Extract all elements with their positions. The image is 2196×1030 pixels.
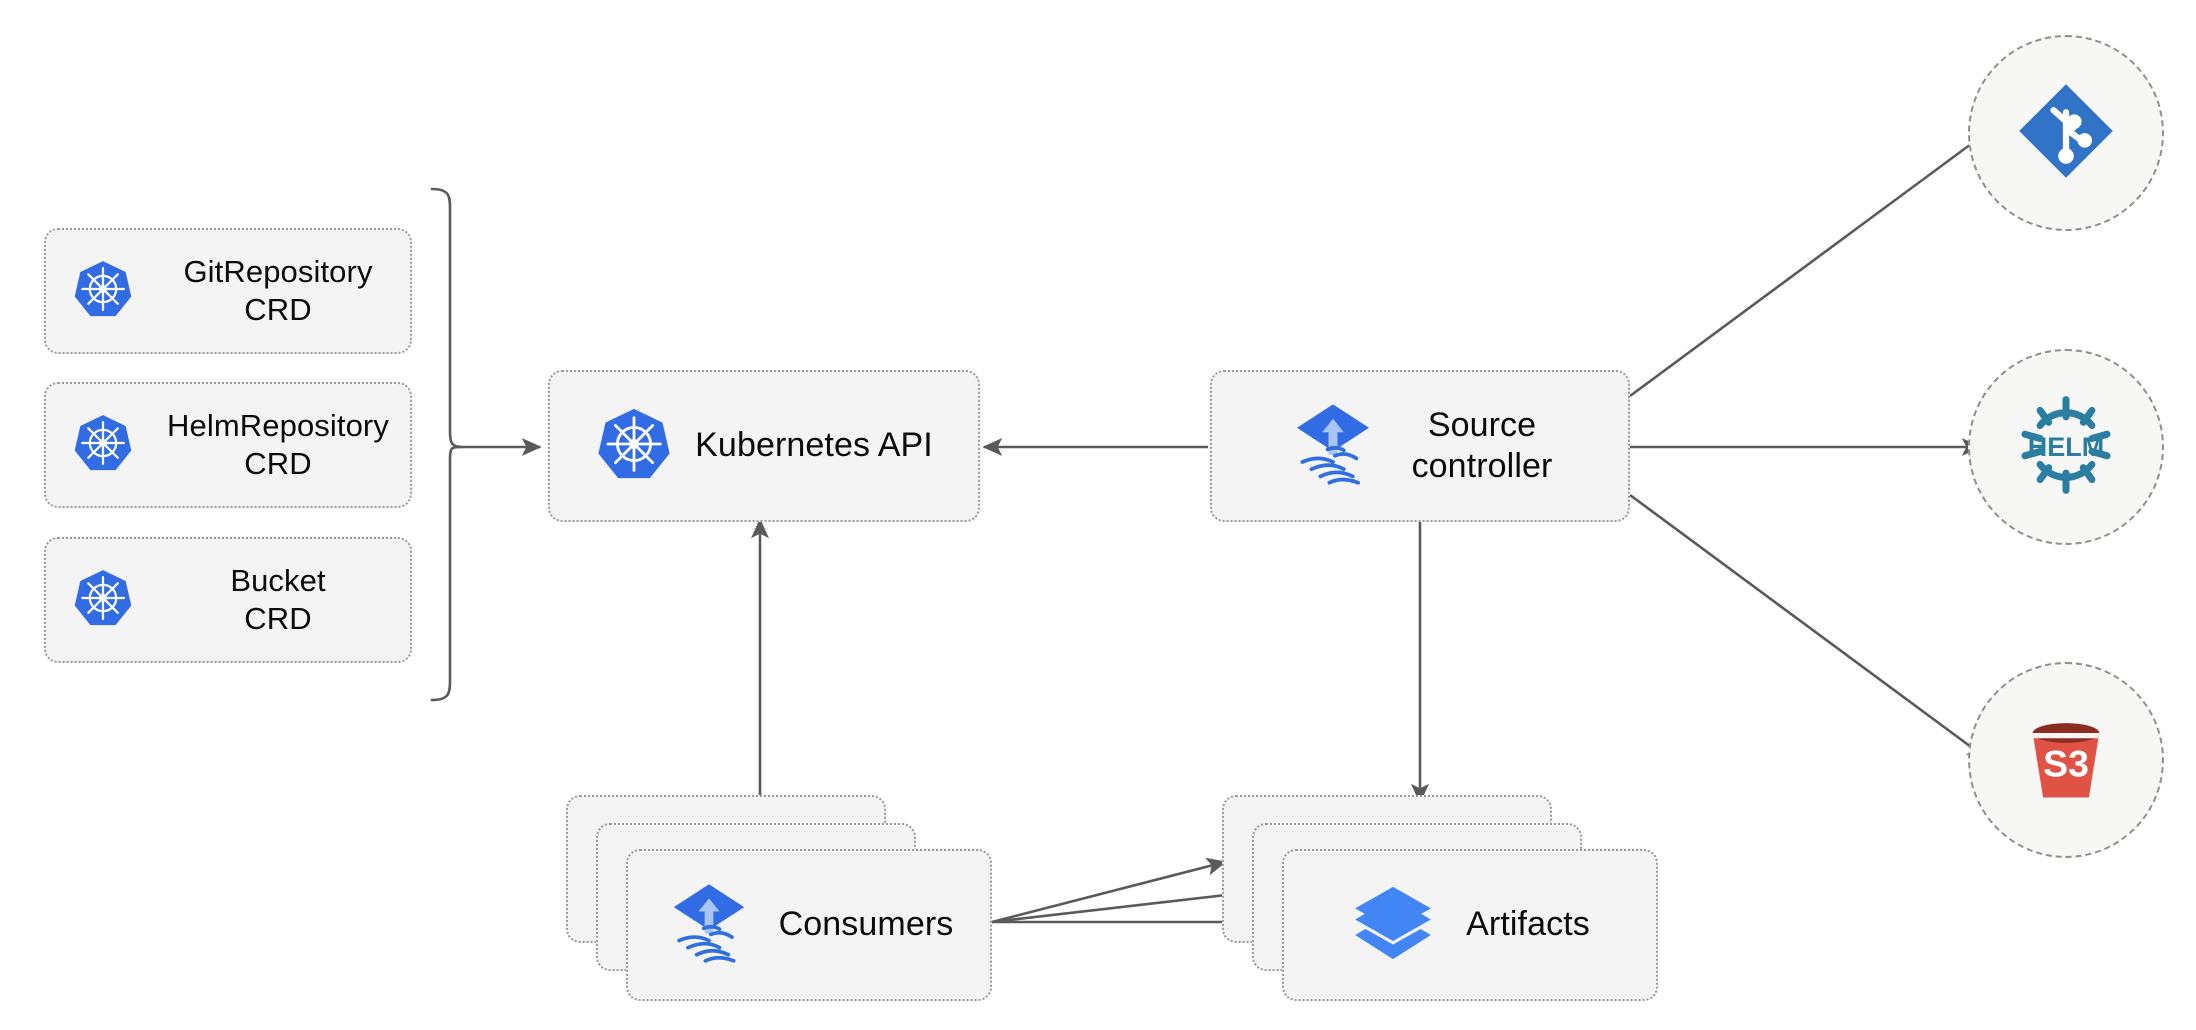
- endpoint-helm[interactable]: HELM: [1968, 349, 2164, 545]
- node-label: HelmRepository CRD: [167, 408, 389, 481]
- flux-icon: [1288, 399, 1378, 494]
- node-kubernetes-api[interactable]: Kubernetes API: [548, 370, 980, 522]
- layers-icon: [1350, 880, 1436, 971]
- node-label: Kubernetes API: [695, 426, 933, 465]
- kubernetes-icon: [72, 258, 134, 325]
- helm-label: HELM: [2028, 431, 2105, 461]
- flux-icon: [665, 879, 753, 972]
- edge-source-to-git: [1629, 128, 1992, 398]
- node-consumers-stack: Consumers: [566, 795, 992, 1001]
- edge-consumers-to-artifacts-2: [991, 885, 1254, 924]
- node-label: Source controller: [1411, 405, 1553, 485]
- endpoint-git[interactable]: [1968, 35, 2164, 231]
- kubernetes-icon: [595, 405, 673, 488]
- node-gitrepository-crd[interactable]: GitRepository CRD: [44, 228, 412, 354]
- node-label: Consumers: [778, 905, 954, 944]
- helm-icon: HELM: [2012, 391, 2120, 504]
- node-label: GitRepository CRD: [183, 254, 373, 327]
- s3-icon: S3: [2014, 706, 2118, 815]
- node-helmrepository-crd[interactable]: HelmRepository CRD: [44, 382, 412, 508]
- node-bucket-crd[interactable]: Bucket CRD: [44, 537, 412, 663]
- node-label: Artifacts: [1466, 905, 1590, 944]
- endpoint-s3[interactable]: S3: [1968, 662, 2164, 858]
- node-source-controller[interactable]: Source controller: [1210, 370, 1630, 522]
- node-artifacts[interactable]: Artifacts: [1282, 849, 1658, 1001]
- crd-group-bracket: [430, 187, 542, 702]
- node-artifacts-stack: Artifacts: [1222, 795, 1658, 1001]
- kubernetes-icon: [72, 412, 134, 479]
- s3-label: S3: [2043, 742, 2089, 784]
- node-consumers[interactable]: Consumers: [626, 849, 992, 1001]
- git-icon: [2014, 79, 2118, 188]
- node-label: Bucket CRD: [230, 563, 326, 636]
- edge-source-to-s3: [1629, 493, 1988, 760]
- kubernetes-icon: [72, 567, 134, 634]
- edge-consumers-to-artifacts-1: [991, 857, 1227, 924]
